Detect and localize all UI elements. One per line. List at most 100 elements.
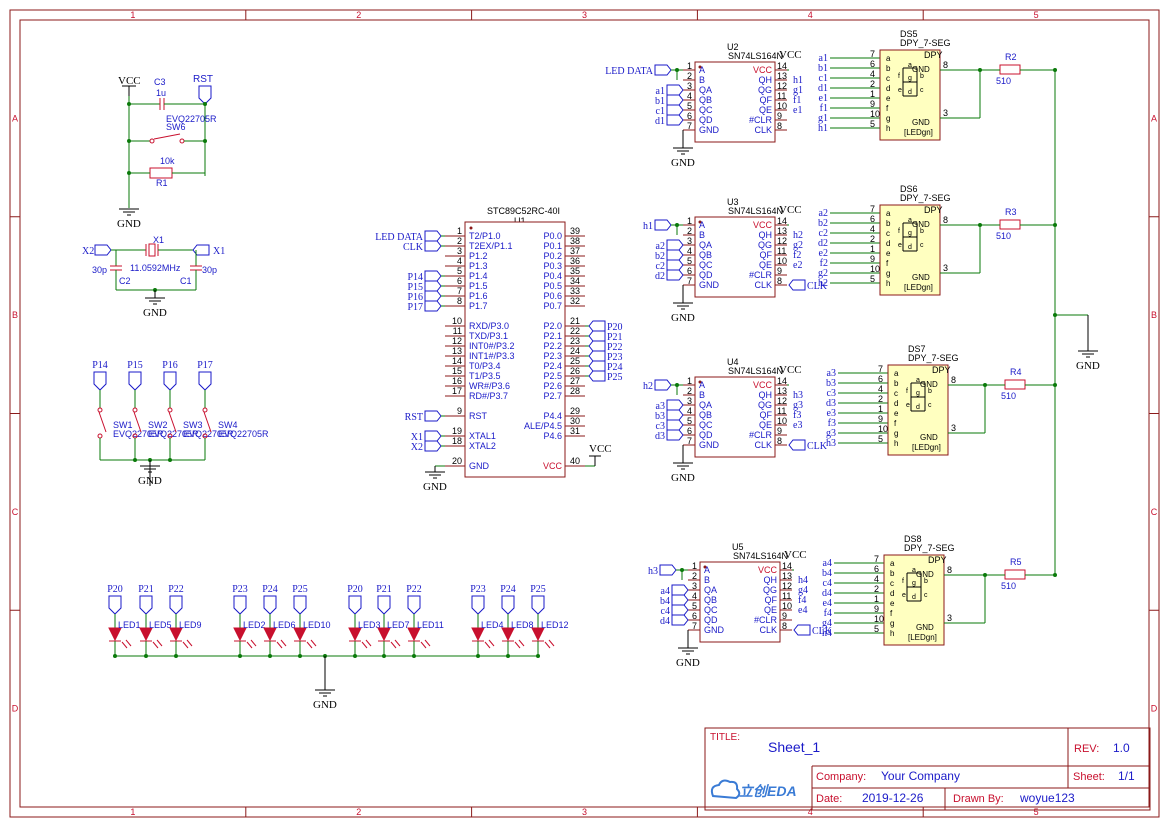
sr-output-flag bbox=[666, 429, 684, 441]
pin-name: QB bbox=[704, 595, 717, 605]
led-ref: LED10 bbox=[303, 620, 331, 630]
pin-number: 4 bbox=[692, 591, 697, 601]
pin-number: 4 bbox=[687, 246, 692, 256]
led-ray bbox=[121, 641, 128, 649]
pin-number: 11 bbox=[453, 326, 462, 336]
gnd-label: GND bbox=[671, 157, 695, 169]
net-label: X1 bbox=[411, 432, 423, 443]
pin-number: 35 bbox=[570, 266, 580, 276]
seg-letter-glyph: c bbox=[920, 242, 924, 249]
sr-right-net: g2 bbox=[793, 240, 803, 251]
net-flag bbox=[501, 595, 515, 615]
pin-number: 17 bbox=[452, 386, 462, 396]
switch-contact bbox=[132, 407, 138, 413]
seg-letter-glyph: a bbox=[908, 217, 912, 224]
sr-input-flag bbox=[654, 379, 672, 391]
pin-name: T1/P3.5 bbox=[469, 371, 501, 381]
led-ray bbox=[484, 641, 491, 649]
net-label: P16 bbox=[162, 360, 178, 371]
seven-seg-glyph bbox=[910, 382, 926, 412]
pin-name: QF bbox=[760, 250, 773, 260]
switch-lever bbox=[98, 411, 107, 433]
pin-name: VCC bbox=[543, 461, 563, 471]
pin-name: P0.1 bbox=[543, 241, 562, 251]
net-label: c2 bbox=[656, 261, 665, 272]
net-flag bbox=[531, 595, 545, 615]
sr-vcc-label: VCC bbox=[779, 204, 802, 216]
led-ray bbox=[394, 639, 401, 647]
led-diode bbox=[501, 627, 515, 642]
pin-name: QE bbox=[759, 260, 772, 270]
net-label: P25 bbox=[292, 584, 308, 595]
row-label: C bbox=[12, 507, 19, 517]
pin-name: QA bbox=[699, 240, 712, 250]
net-label: P16 bbox=[407, 292, 423, 303]
switch-part: EVQ22705R bbox=[183, 429, 234, 439]
net-label: d2 bbox=[655, 271, 665, 282]
display-dpy: DPY bbox=[924, 50, 943, 60]
pin1-marker bbox=[703, 565, 707, 569]
pin-name: RST bbox=[469, 411, 488, 421]
pin-number: 9 bbox=[777, 266, 782, 276]
net-flag bbox=[128, 371, 142, 391]
pin-name: A bbox=[699, 65, 705, 75]
pin-number: 9 bbox=[870, 99, 875, 109]
led-ray bbox=[250, 639, 257, 647]
pin-number: 1 bbox=[457, 226, 462, 236]
pin-number: 1 bbox=[878, 404, 883, 414]
net-label: P24 bbox=[262, 584, 278, 595]
pin-number: 12 bbox=[777, 81, 787, 91]
pin1-marker bbox=[469, 226, 473, 230]
pin-name: B bbox=[699, 230, 705, 240]
pin-name: TXD/P3.1 bbox=[469, 331, 508, 341]
led-ray bbox=[488, 639, 495, 647]
led-ray bbox=[310, 639, 317, 647]
pin-number: 31 bbox=[570, 426, 580, 436]
sr-input-flag bbox=[654, 64, 672, 76]
segment-letter: e bbox=[886, 249, 891, 258]
pin-name: QE bbox=[759, 105, 772, 115]
row-label: A bbox=[1151, 113, 1157, 123]
pin-number: 3 bbox=[947, 613, 952, 623]
pin-number: 11 bbox=[782, 591, 791, 601]
net-flag bbox=[348, 595, 362, 615]
pin-number: 2 bbox=[870, 234, 875, 244]
pin-number: 2 bbox=[457, 236, 462, 246]
logo-text: 立创EDA bbox=[739, 783, 797, 799]
net-flag bbox=[108, 595, 122, 615]
display-ref: DS5 bbox=[900, 29, 918, 39]
sr-output-flag bbox=[671, 584, 689, 596]
display-ref: DS7 bbox=[908, 344, 926, 354]
pin-name: P0.6 bbox=[543, 291, 562, 301]
pin-number: 9 bbox=[777, 111, 782, 121]
seg-letter-glyph: g bbox=[916, 390, 920, 397]
led-diode bbox=[471, 627, 485, 642]
pin-name: QH bbox=[764, 575, 778, 585]
display-gnd: GND bbox=[920, 380, 938, 389]
sr-ref: U2 bbox=[727, 42, 739, 52]
pin-number: 10 bbox=[777, 256, 787, 266]
sr-part: SN74LS164N bbox=[728, 366, 783, 376]
seven-seg-glyph bbox=[902, 222, 918, 252]
pin-name: QC bbox=[699, 420, 713, 430]
junction bbox=[506, 654, 510, 658]
seg-letter-glyph: a bbox=[916, 377, 920, 384]
column-label: 5 bbox=[1034, 10, 1039, 20]
pin-name: P1.6 bbox=[469, 291, 488, 301]
column-label: 1 bbox=[130, 10, 135, 20]
net-label: P24 bbox=[500, 584, 516, 595]
pin-number: 11 bbox=[777, 246, 786, 256]
sr-output-flag bbox=[666, 104, 684, 116]
pin-number: 2 bbox=[687, 386, 692, 396]
pin-number: 1 bbox=[874, 594, 879, 604]
rev-value: 1.0 bbox=[1113, 741, 1130, 755]
gnd-label: GND bbox=[313, 699, 337, 711]
display-res-value: 510 bbox=[1001, 581, 1016, 591]
pin-number: 8 bbox=[943, 60, 948, 70]
sr-right-net: f1 bbox=[793, 95, 801, 106]
net-label: b1 bbox=[655, 96, 665, 107]
segment-net: g3 bbox=[826, 428, 836, 439]
rst-label: RST bbox=[193, 74, 213, 85]
sr-right-net: h1 bbox=[793, 75, 803, 86]
